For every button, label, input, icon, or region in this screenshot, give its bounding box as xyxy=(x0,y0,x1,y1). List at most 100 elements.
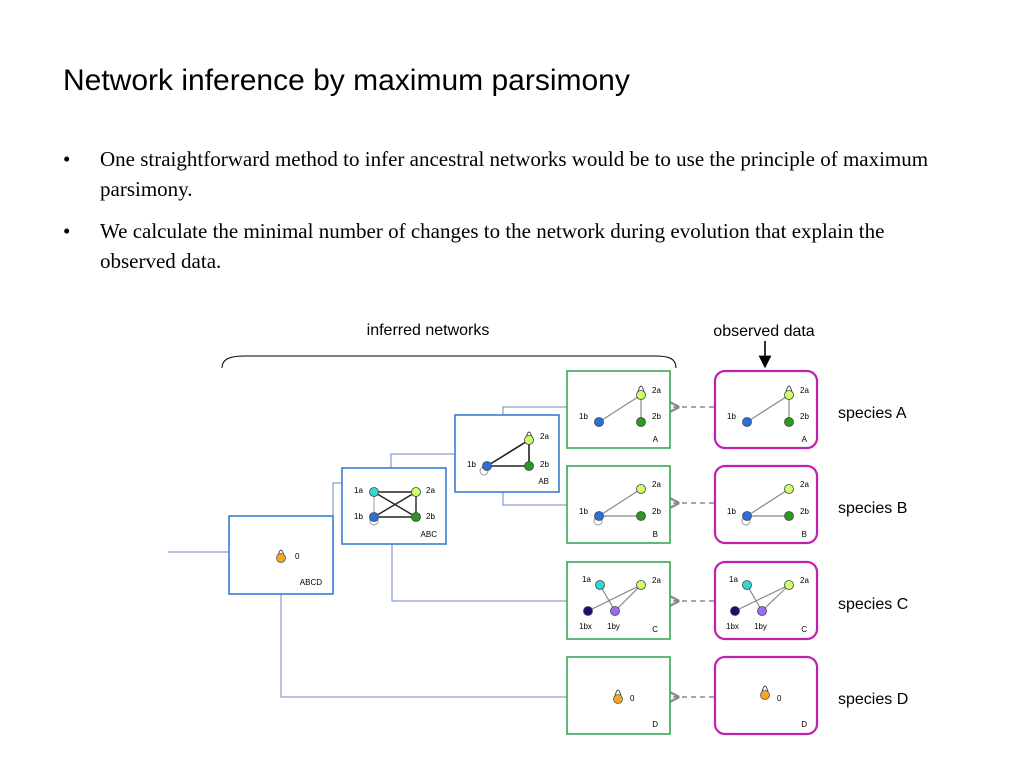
node-1b xyxy=(594,417,604,427)
species-label-d: species D xyxy=(838,691,908,708)
bullet-text: We calculate the minimal number of chang… xyxy=(100,219,885,273)
tree-lines xyxy=(168,406,567,698)
node-2b xyxy=(524,461,534,471)
node-1by xyxy=(757,606,767,616)
network-box-abc: 1a 2a 1b 2b ABC xyxy=(341,467,447,545)
network-box-abcd: 0 ABCD xyxy=(228,515,334,595)
node-label: 1a xyxy=(582,575,591,584)
bullet-text: One straightforward method to infer ance… xyxy=(100,147,929,201)
node-0 xyxy=(276,553,286,563)
node-1a xyxy=(595,580,605,590)
node-1b xyxy=(482,461,492,471)
node-0 xyxy=(760,690,770,700)
node-label: 2b xyxy=(800,507,809,516)
dashed-arrows xyxy=(670,407,714,697)
network-box-ab: 2a 1b 2b AB xyxy=(454,414,560,493)
bullet-item: • We calculate the minimal number of cha… xyxy=(63,216,963,276)
node-1b xyxy=(742,417,752,427)
node-2b xyxy=(784,417,794,427)
network-box-a: 2a 1b 2b A xyxy=(566,370,671,449)
node-2b xyxy=(636,511,646,521)
node-1b xyxy=(594,511,604,521)
node-1by xyxy=(610,606,620,616)
box-name: ABC xyxy=(421,530,438,539)
node-label: 1by xyxy=(754,622,767,631)
node-label: 2b xyxy=(652,507,661,516)
node-2a xyxy=(636,484,646,494)
node-1a xyxy=(369,487,379,497)
node-label: 2a xyxy=(800,576,809,585)
node-2a xyxy=(784,484,794,494)
box-name: C xyxy=(652,625,658,634)
box-name: B xyxy=(802,530,807,539)
node-1b xyxy=(369,512,379,522)
node-0 xyxy=(613,694,623,704)
node-label: 1b xyxy=(727,507,736,516)
node-label: 2b xyxy=(540,460,549,469)
node-1a xyxy=(742,580,752,590)
node-label: 0 xyxy=(630,694,635,703)
bullet-list: • One straightforward method to infer an… xyxy=(63,144,963,288)
node-label: 1bx xyxy=(579,622,592,631)
node-2a xyxy=(784,390,794,400)
box-name: A xyxy=(653,435,659,444)
node-2a xyxy=(784,580,794,590)
node-1bx xyxy=(583,606,593,616)
node-2a xyxy=(636,580,646,590)
species-label-b: species B xyxy=(838,500,907,517)
node-2b xyxy=(411,512,421,522)
bullet-item: • One straightforward method to infer an… xyxy=(63,144,963,204)
box-name: D xyxy=(652,720,658,729)
slide-title: Network inference by maximum parsimony xyxy=(63,64,630,97)
network-box-b: 2a 1b 2b B xyxy=(566,465,671,544)
box-name: AB xyxy=(538,477,549,486)
species-label-c: species C xyxy=(838,596,908,613)
observed-box-c: 1a 2a 1bx 1by C xyxy=(713,560,819,641)
node-label: 1by xyxy=(607,622,620,631)
node-label: 0 xyxy=(295,552,300,561)
node-label: 2b xyxy=(652,412,661,421)
node-label: 2a xyxy=(426,486,435,495)
node-2a xyxy=(636,390,646,400)
node-label: 2a xyxy=(652,386,661,395)
node-label: 1a xyxy=(354,486,363,495)
node-2b xyxy=(636,417,646,427)
box-name: B xyxy=(653,530,658,539)
node-label: 2a xyxy=(540,432,549,441)
inferred-networks-label: inferred networks xyxy=(367,322,490,339)
node-label: 1b xyxy=(579,412,588,421)
inferred-brace xyxy=(221,355,677,369)
node-label: 1b xyxy=(727,412,736,421)
observed-data-label: observed data xyxy=(713,323,815,340)
node-label: 2a xyxy=(800,480,809,489)
box-name: D xyxy=(801,720,807,729)
node-1bx xyxy=(730,606,740,616)
node-label: 1b xyxy=(579,507,588,516)
node-1b xyxy=(742,511,752,521)
box-name: C xyxy=(801,625,807,634)
node-label: 2a xyxy=(800,386,809,395)
node-label: 1b xyxy=(354,512,363,521)
species-label-a: species A xyxy=(838,405,907,422)
node-2a xyxy=(411,487,421,497)
node-2a xyxy=(524,435,534,445)
node-label: 1b xyxy=(467,460,476,469)
node-label: 2a xyxy=(652,576,661,585)
observed-box-d: 0 D xyxy=(713,655,819,736)
observed-box-a: 2a 1b 2b A xyxy=(713,369,819,450)
node-label: 1a xyxy=(729,575,738,584)
bullet-glyph: • xyxy=(63,147,71,171)
node-2b xyxy=(784,511,794,521)
node-label: 1bx xyxy=(726,622,739,631)
node-label: 0 xyxy=(777,694,782,703)
bullet-glyph: • xyxy=(63,219,71,243)
node-label: 2a xyxy=(652,480,661,489)
box-name: A xyxy=(802,435,808,444)
observed-box-b: 2a 1b 2b B xyxy=(713,464,819,545)
network-box-d: 0 D xyxy=(566,656,671,735)
box-name: ABCD xyxy=(300,578,322,587)
node-label: 2b xyxy=(426,512,435,521)
node-label: 2b xyxy=(800,412,809,421)
network-box-c: 1a 2a 1bx 1by C xyxy=(566,561,671,640)
